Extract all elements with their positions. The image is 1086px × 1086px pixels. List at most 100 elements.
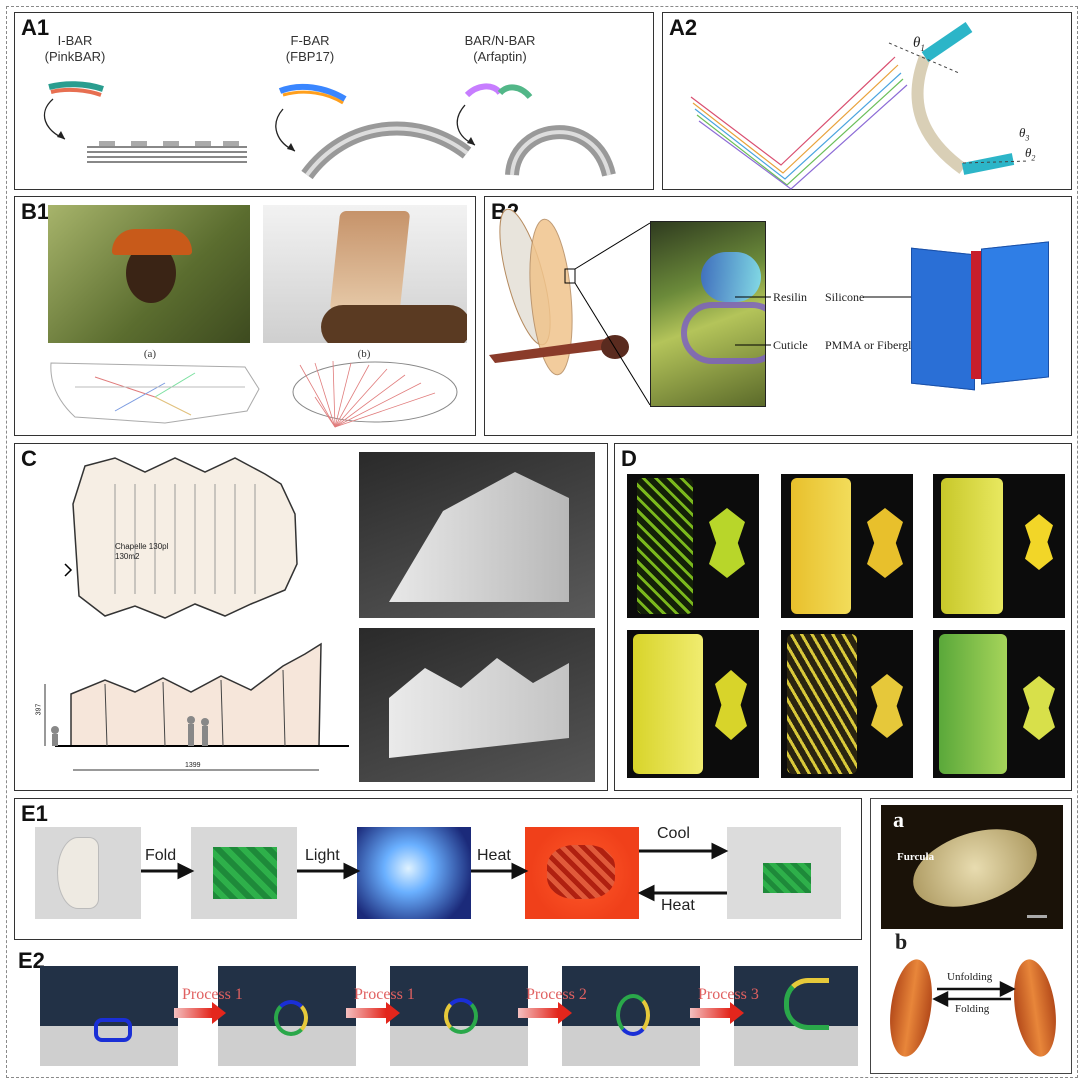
springtail-photo — [881, 805, 1063, 929]
panel-b2: B2 Resilin Cuticle Silicone PMMA or Fibe… — [484, 196, 1072, 436]
panel-springtail: a Furcula b Unfolding Folding — [870, 798, 1072, 1074]
sheet — [57, 837, 99, 909]
figure-border — [6, 6, 1078, 1078]
tube-lattice — [941, 478, 1003, 614]
folded-sheet-photo — [191, 827, 297, 919]
silicone-label: Silicone — [825, 290, 865, 304]
process-label: Process 1 — [182, 986, 243, 1003]
step-label: Light — [305, 847, 340, 864]
folded-tube — [715, 670, 747, 740]
hinge-right-plate — [981, 241, 1049, 385]
tube-lattice — [939, 634, 1007, 774]
process-label: Process 2 — [526, 986, 587, 1003]
deforming-strip — [444, 998, 478, 1034]
unfolded-strip — [784, 978, 829, 1030]
room-name: Chapelle 130pl — [115, 542, 169, 551]
model-photo-bottom — [359, 628, 595, 782]
panel-a2: A2 θ1 θ3 θ2 — [662, 12, 1072, 190]
sim-frame — [390, 966, 528, 1066]
origami-tube-photo — [933, 630, 1065, 778]
folded-tube — [1025, 514, 1053, 570]
green-folded-sheet — [763, 863, 811, 893]
resilin-band — [701, 252, 761, 302]
width-dimension: 1399 — [185, 762, 201, 769]
heat-photo — [525, 827, 639, 919]
origami-tube-photo — [781, 630, 913, 778]
sim-frame — [562, 966, 700, 1066]
step-label: Heat — [477, 847, 511, 864]
flat-sheet-photo — [35, 827, 141, 919]
dragonfly-illustration — [489, 208, 651, 406]
red-folded-sheet — [547, 845, 615, 899]
e1-arrows — [141, 842, 729, 902]
hinge-left-plate — [911, 247, 975, 391]
green-folded-sheet — [213, 847, 277, 899]
light-exposure-photo — [357, 827, 471, 919]
tube-lattice — [637, 478, 693, 614]
bent-fiber-diagram — [690, 22, 1030, 190]
cuticle-band — [681, 302, 765, 364]
fold-arrows — [932, 980, 1016, 1008]
origami-tube-photo — [781, 474, 913, 618]
step-label: Cool — [657, 825, 690, 842]
panel-label: C — [21, 446, 37, 471]
pmma-label: PMMA or Fiberglass — [825, 338, 927, 352]
model-photo-top — [359, 452, 595, 618]
folding-label: Folding — [955, 1003, 990, 1015]
step-label: Heat — [661, 897, 695, 914]
protein-example: (PinkBAR) — [44, 49, 106, 64]
folded-tube — [867, 508, 903, 578]
wing-photo — [263, 205, 467, 343]
tube-lattice — [633, 634, 703, 774]
protein-example: (FBP17) — [285, 49, 335, 64]
bar-domain-diagrams — [43, 81, 616, 180]
hinge-joint — [971, 251, 981, 379]
theta-2-label: θ2 — [1025, 145, 1036, 163]
caption-a: (a) — [143, 348, 157, 360]
panel-label: B1 — [21, 199, 50, 224]
origami-tube-photo — [627, 630, 759, 778]
unfolding-label: Unfolding — [947, 971, 993, 983]
hinge-model — [911, 241, 1049, 391]
sim-frame — [40, 966, 178, 1066]
sim-frame — [734, 966, 858, 1066]
panel-d: D — [614, 443, 1072, 791]
panel-b1: B1 (a) (b) — [14, 196, 476, 436]
process-arrows — [174, 1002, 744, 1024]
panel-label: D — [621, 446, 637, 471]
panel-e1: E1 Fold Light Heat Cool Heat — [14, 798, 862, 940]
subpanel-label-a: a — [893, 807, 904, 832]
wing-fold-patterns — [50, 360, 458, 428]
scale-bar — [1027, 915, 1047, 918]
folded-tube — [1023, 676, 1055, 740]
protein-name: I-BAR — [57, 33, 93, 48]
coiled-strip — [94, 1018, 132, 1042]
panel-a1: A1 I-BAR (PinkBAR) F-BAR (FBP17) BAR/N-B… — [14, 12, 654, 190]
panel-label: E1 — [21, 801, 48, 826]
protein-name: F-BAR — [290, 33, 330, 48]
folded-tube — [871, 674, 903, 738]
panel-c: C Chapelle 130pl 130m2 397 1399 — [14, 443, 608, 791]
deforming-strip — [616, 994, 650, 1036]
process-label: Process 3 — [698, 986, 759, 1003]
model-folded-structure — [389, 658, 569, 758]
process-label: Process 1 — [354, 986, 415, 1003]
step-label: Fold — [145, 847, 177, 864]
room-area: 130m2 — [115, 552, 140, 561]
caption-b: (b) — [357, 348, 371, 360]
beetle-elytra — [112, 229, 192, 255]
wing-cross-section — [650, 221, 766, 407]
theta-3-label: θ3 — [1019, 125, 1030, 143]
sim-frame — [218, 966, 356, 1066]
cooled-photo — [727, 827, 841, 919]
protein-name: BAR/N-BAR — [464, 33, 536, 48]
protein-example: (Arfaptin) — [473, 49, 527, 64]
subpanel-label-b: b — [895, 929, 908, 954]
deforming-strip — [274, 1000, 308, 1036]
folded-tube — [709, 508, 745, 578]
tube-lattice — [787, 634, 857, 774]
resilin-label: Resilin — [773, 290, 808, 304]
panel-label: A1 — [21, 15, 50, 40]
furcula-label: Furcula — [897, 851, 935, 863]
e2-strip: Process 1 Process 1 Process 2 Process 3 — [40, 966, 858, 1066]
